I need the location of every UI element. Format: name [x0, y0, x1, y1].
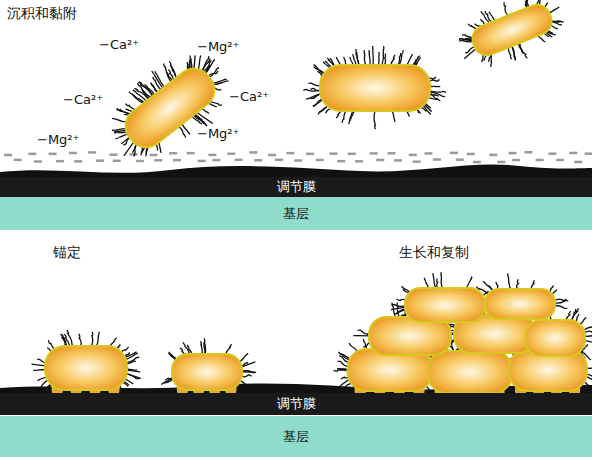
- band-label: 基层: [283, 428, 309, 446]
- conditioning-film-band: 调节膜: [0, 393, 592, 415]
- stage-title: 生长和复制: [398, 245, 470, 260]
- ion-label: −Ca²⁺: [98, 38, 140, 52]
- stage-title: 锚定: [52, 245, 82, 260]
- conditioning-film-band: 调节膜: [0, 177, 592, 197]
- conditioning-molecules: [4, 151, 592, 163]
- ion-label: −Ca²⁺: [228, 90, 270, 104]
- substrate-band: 基层: [0, 416, 592, 457]
- film-surface: [0, 164, 592, 178]
- substrate-band: 基层: [0, 197, 592, 230]
- ion-label: −Mg²⁺: [196, 40, 240, 54]
- band-label: 调节膜: [277, 395, 316, 413]
- band-label: 调节膜: [277, 178, 316, 196]
- ion-label: −Mg²⁺: [196, 127, 240, 141]
- stage-title: 沉积和黏附: [6, 6, 78, 21]
- band-label: 基层: [283, 205, 309, 223]
- film-edge: [0, 161, 592, 169]
- ion-label: −Mg²⁺: [36, 133, 80, 147]
- ion-label: −Ca²⁺: [62, 93, 104, 107]
